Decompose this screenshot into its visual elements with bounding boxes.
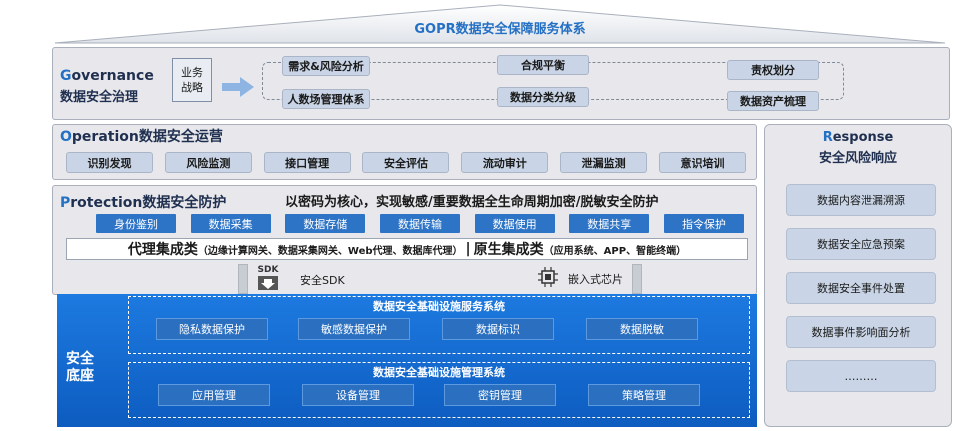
protection-item: 指令保护	[663, 214, 744, 233]
management-item: 策略管理	[588, 384, 700, 406]
sdk-icon: SDK	[255, 265, 281, 291]
governance-subtitle: 数据安全治理	[60, 90, 139, 105]
response-item: 数据内容泄漏溯源	[786, 184, 936, 216]
response-subtitle: 安全风险响应	[818, 151, 897, 166]
proxy-integration-title: 代理集成类	[127, 242, 198, 258]
management-system-frame	[128, 362, 750, 418]
chip-label: 嵌入式芯片	[568, 273, 623, 286]
governance-item-classification: 数据分类分级	[497, 87, 589, 107]
protection-item: 身份鉴别	[96, 214, 176, 233]
service-system-frame	[128, 296, 750, 354]
operation-item: 识别发现	[66, 152, 153, 173]
integration-bar: 代理集成类 （边缘计算网关、数据采集网关、Web代理、数据库代理） | 原生集成…	[66, 238, 748, 260]
protection-item: 数据采集	[190, 214, 271, 233]
integration-separator: |	[465, 241, 471, 257]
operation-item: 风险监测	[164, 152, 252, 173]
native-integration-title: 原生集成类	[473, 242, 544, 258]
governance-item-management-system: 人数场管理体系	[282, 89, 370, 109]
connector-right	[632, 264, 642, 294]
arrow-right-icon	[222, 77, 254, 97]
governance-item-compliance: 合规平衡	[497, 55, 589, 75]
protection-item: 数据存储	[285, 214, 366, 233]
roof-shape	[54, 4, 946, 44]
management-system-title: 数据安全基础设施管理系统	[373, 366, 505, 379]
management-item: 密钥管理	[444, 384, 556, 406]
service-system-title: 数据安全基础设施服务系统	[373, 300, 505, 313]
protection-item: 数据使用	[474, 214, 555, 233]
operation-item: 接口管理	[263, 152, 351, 173]
operation-item: 安全评估	[362, 152, 450, 173]
response-item: 数据安全事件处置	[786, 272, 936, 304]
management-item: 应用管理	[158, 384, 270, 406]
operation-title: Operation数据安全运营	[60, 129, 223, 145]
protection-items: 身份鉴别 数据采集 数据存储 数据传输 数据使用 数据共享 指令保护	[96, 214, 744, 233]
response-item: ………	[786, 360, 936, 392]
service-item: 数据脱敏	[586, 318, 698, 340]
service-item: 数据标识	[442, 318, 554, 340]
operation-item: 流动审计	[461, 152, 549, 173]
protection-slogan: 以密码为核心，实现敏感/重要数据全生命周期加密/脱敏安全防护	[285, 195, 659, 210]
operation-items: 识别发现 风险监测 接口管理 安全评估 流动审计 泄漏监测 意识培训	[66, 152, 746, 173]
governance-title: Governance	[60, 68, 154, 84]
service-item: 隐私数据保护	[156, 318, 268, 340]
operation-item: 意识培训	[658, 152, 746, 173]
security-base-label: 安全底座	[66, 351, 94, 384]
proxy-integration-detail: （边缘计算网关、数据采集网关、Web代理、数据库代理）	[197, 245, 463, 257]
governance-item-risk-analysis: 需求&风险分析	[282, 56, 370, 76]
response-item: 数据事件影响面分析	[786, 316, 936, 348]
response-title: Response	[822, 130, 894, 145]
page-title: GOPR数据安全保障服务体系	[414, 22, 586, 37]
operation-item: 泄漏监测	[560, 152, 648, 173]
sdk-icon-text: SDK	[257, 265, 279, 275]
business-strategy-box: 业务战略	[172, 58, 212, 102]
connector-left	[238, 264, 248, 294]
governance-item-asset-sorting: 数据资产梳理	[727, 91, 819, 111]
protection-item: 数据传输	[379, 214, 460, 233]
response-item: 数据安全应急预案	[786, 228, 936, 260]
protection-item: 数据共享	[569, 214, 650, 233]
chip-icon	[538, 267, 558, 287]
sdk-label: 安全SDK	[300, 274, 345, 287]
protection-title: Protection数据安全防护	[60, 195, 227, 211]
native-integration-detail: （应用系统、APP、智能终端）	[543, 245, 687, 257]
service-item: 敏感数据保护	[298, 318, 410, 340]
management-item: 设备管理	[302, 384, 414, 406]
governance-item-responsibility: 责权划分	[727, 60, 819, 80]
